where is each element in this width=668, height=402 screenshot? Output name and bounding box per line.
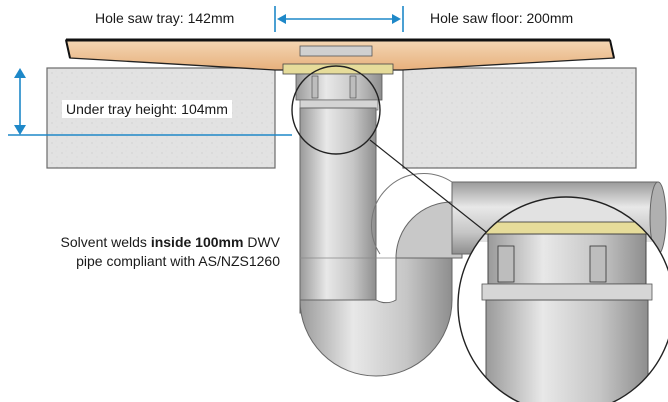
concrete-slab: [46, 67, 637, 169]
note-text-pre: Solvent welds: [60, 234, 151, 250]
compliance-note: Solvent welds inside 100mm DWV pipe comp…: [22, 233, 280, 271]
detail-callout: [291, 65, 668, 402]
note-text-post: DWV: [243, 234, 280, 250]
under-tray-label: Under tray height: 104mm: [62, 100, 232, 118]
dimension-lines: [8, 6, 404, 136]
shower-tray: [65, 38, 615, 71]
note-text-line2: pipe compliant with AS/NZS1260: [76, 253, 280, 269]
note-text-bold: inside 100mm: [150, 234, 244, 250]
drain-body: [282, 63, 394, 111]
floor-hole-label: Hole saw floor: 200mm: [430, 10, 574, 26]
tray-hole-label: Hole saw tray: 142mm: [95, 10, 235, 26]
